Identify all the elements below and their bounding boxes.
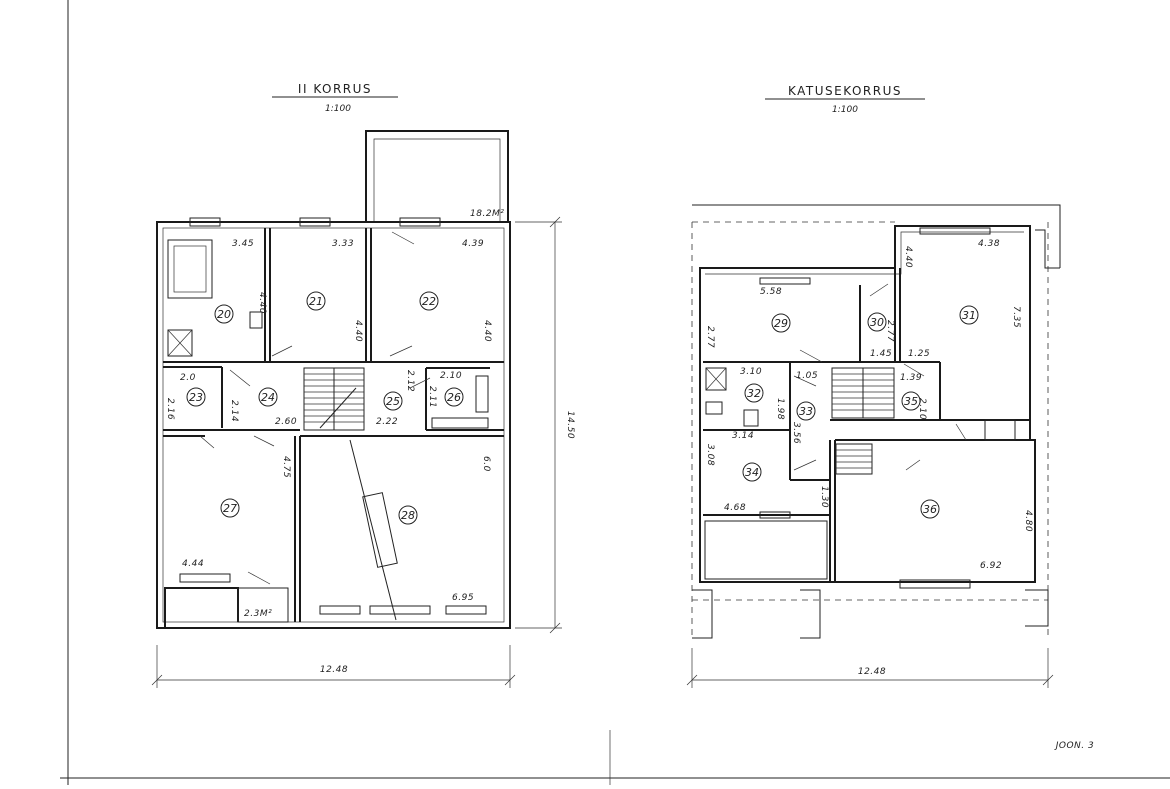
room-number: 31 [962,309,976,322]
door-swings [199,231,431,585]
sink-fixture [705,401,723,415]
svg-text:1.45: 1.45 [870,349,892,359]
plan-title: II KORRUS [298,82,372,96]
plan-scale: 1:100 [832,105,858,115]
windows [179,217,487,615]
room-number: 23 [189,391,203,404]
svg-text:2.0: 2.0 [180,373,196,383]
balcony-outline [365,130,509,222]
room-number: 32 [747,387,761,400]
plan-second-floor: II KORRUS 1:100 [151,82,575,688]
svg-text:7.35: 7.35 [1011,306,1021,328]
plan-attic-floor: KATUSEKORRUS 1:100 [686,84,1061,688]
room-number: 21 [309,295,323,308]
svg-text:4.80: 4.80 [1023,510,1033,532]
room-number: 22 [422,295,436,308]
room-number: 27 [223,502,237,515]
shower-tray [431,417,489,429]
storage-room [704,520,828,580]
dimension-labels: 3.45 4.40 3.33 4.40 4.39 4.40 18.2M² 2.0… [165,209,504,619]
svg-text:2.14: 2.14 [229,400,239,422]
svg-text:2.10: 2.10 [917,398,927,420]
svg-text:6.95: 6.95 [452,593,474,603]
interior-walls [163,228,504,622]
dimension-labels: 5.58 2.77 2.77 4.40 4.38 7.35 1.45 1.25 … [705,239,1033,571]
svg-text:3.08: 3.08 [705,444,715,466]
room-number: 20 [217,308,231,321]
svg-text:3.56: 3.56 [791,422,801,444]
chimney-box [167,329,193,357]
svg-text:4.40: 4.40 [903,246,913,268]
svg-text:2.22: 2.22 [376,417,398,427]
svg-text:4.40: 4.40 [353,320,363,342]
terrace-small [237,587,289,623]
bathtub-fixture [167,239,213,299]
plan-scale: 1:100 [325,104,351,114]
svg-text:4.40: 4.40 [257,292,267,314]
svg-text:6.92: 6.92 [980,561,1002,571]
svg-text:3.14: 3.14 [732,431,754,441]
room-number: 36 [923,503,937,516]
svg-text:1.39: 1.39 [900,373,922,383]
room-number: 33 [799,405,813,418]
room-number: 24 [261,391,275,404]
outer-wall-inner-line [162,227,505,623]
wardrobe-fixture [362,492,398,568]
svg-text:3.33: 3.33 [332,239,354,249]
overall-height-label: 14.50 [565,411,575,439]
svg-text:1.25: 1.25 [908,349,930,359]
balcony-inner-line [373,138,501,222]
room-number: 30 [870,316,884,329]
overall-dimensions: 12.48 [686,648,1054,688]
svg-text:4.40: 4.40 [482,320,492,342]
svg-text:4.38: 4.38 [978,239,1000,249]
room-number: 35 [904,395,918,408]
svg-text:2.16: 2.16 [165,398,175,420]
outer-wall [156,221,511,629]
svg-text:4.39: 4.39 [462,239,484,249]
sink-fixture [249,311,263,329]
svg-text:2.77: 2.77 [705,326,715,348]
staircase [831,367,895,475]
room-number: 29 [774,317,788,330]
overall-width-label: 12.48 [320,665,348,675]
svg-text:2.11: 2.11 [427,386,437,408]
svg-text:2.60: 2.60 [275,417,297,427]
room-labels: 20 21 22 23 24 25 26 27 28 [186,291,464,525]
svg-text:4.75: 4.75 [281,456,291,478]
windows [759,227,1016,589]
room-labels: 29 30 31 32 33 34 35 36 [742,305,979,519]
room-number: 26 [447,391,461,404]
roof-edge [692,204,1061,268]
staircase [303,367,365,431]
svg-text:2.77: 2.77 [885,320,895,342]
svg-text:3.10: 3.10 [740,367,762,377]
room-number: 25 [386,395,400,408]
room-number: 34 [745,466,759,479]
svg-text:4.68: 4.68 [724,503,746,513]
interior-walls [703,268,1030,582]
plan-title: KATUSEKORRUS [788,84,902,98]
overall-dimensions: 12.48 14.50 [151,216,575,688]
svg-text:2.10: 2.10 [440,371,462,381]
svg-text:2.12: 2.12 [405,370,415,392]
svg-text:1.98: 1.98 [775,398,785,420]
overall-width-label: 12.48 [858,667,886,677]
room-number: 28 [401,509,415,522]
svg-text:1.30: 1.30 [819,486,829,508]
door-swings [793,283,967,471]
wc-fixture [475,375,489,413]
wc-fixture [743,409,759,427]
svg-text:6.0: 6.0 [481,456,491,472]
svg-text:18.2M²: 18.2M² [470,209,504,219]
svg-text:2.3M²: 2.3M² [244,609,272,619]
sheet-label: JOON. 3 [1054,741,1095,751]
chimney-box [705,367,727,391]
svg-text:5.58: 5.58 [760,287,782,297]
svg-text:1.05: 1.05 [796,371,818,381]
svg-text:3.45: 3.45 [232,239,254,249]
svg-text:4.44: 4.44 [182,559,204,569]
